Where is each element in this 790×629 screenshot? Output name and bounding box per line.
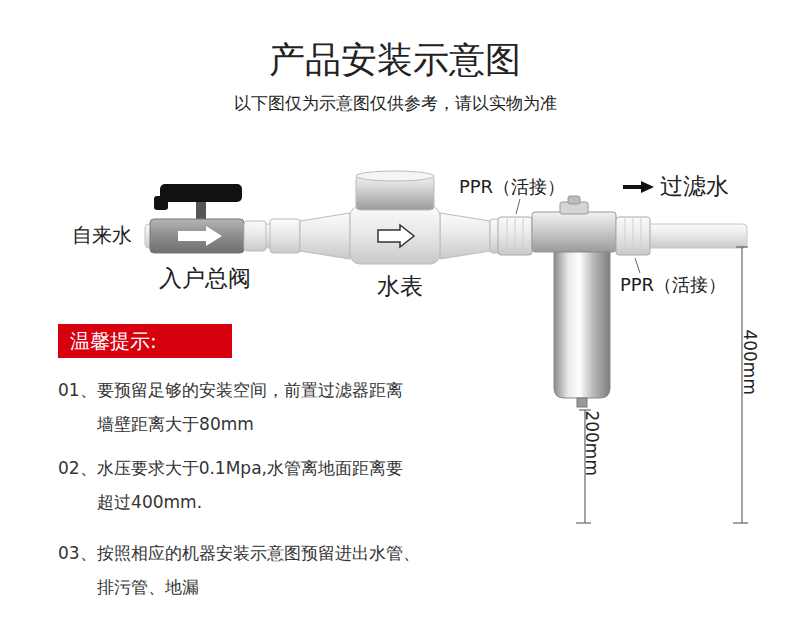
part-name: 入户总阀 <box>159 265 251 293</box>
note: 02、水压要求大于0.1Mpa,水管离地面距离要 超过400mm. <box>58 451 409 519</box>
subtitle: 以下图仅为示意图仅供参考，请以实物为准 <box>234 93 557 113</box>
page-title: 产品安装示意图 <box>269 38 521 81</box>
flow-arrow <box>623 181 654 193</box>
banner-text: 温馨提示: <box>70 329 220 353</box>
pre-filter <box>498 196 650 407</box>
main-valve <box>150 184 266 253</box>
part-name: PPR（活接） <box>620 274 726 296</box>
note: 03、按照相应的机器安装示意图预留进出水管、 排污管、地漏 <box>58 536 426 604</box>
part-name: 水表 <box>377 273 423 301</box>
dimension: 400mm <box>739 330 759 396</box>
dimension: 200mm <box>581 411 601 477</box>
part-name: PPR（活接） <box>459 176 565 198</box>
inlet-label: 自来水 <box>72 223 132 247</box>
outlet-label: 过滤水 <box>660 173 729 201</box>
note: 01、要预留足够的安装空间，前置过滤器距离 墙壁距离大于80mm <box>58 373 409 441</box>
leader-line <box>635 258 640 273</box>
tip-banner: 温馨提示: <box>58 324 232 358</box>
leader-line <box>516 199 520 214</box>
